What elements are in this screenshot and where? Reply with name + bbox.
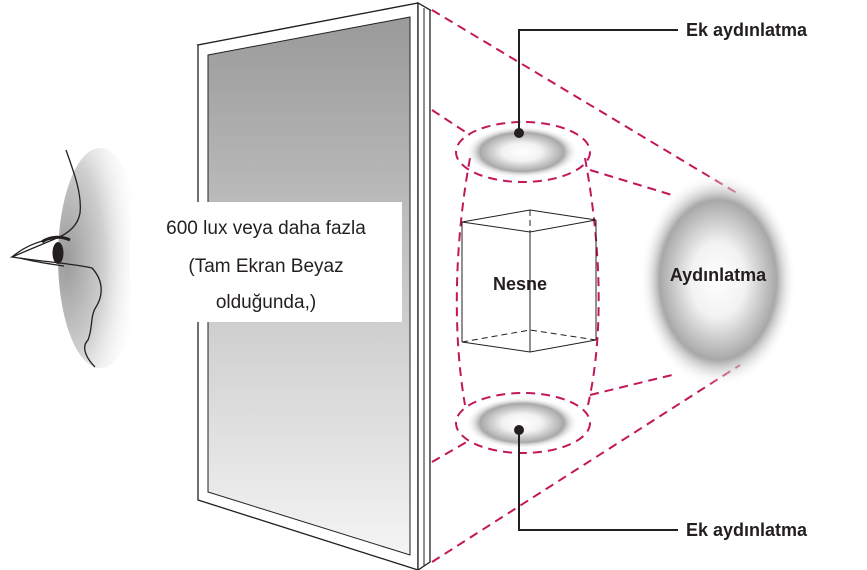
leader-dot-bottom xyxy=(514,425,524,435)
leader-dot-top xyxy=(514,128,524,138)
lux-label-line1: 600 lux veya daha fazla xyxy=(166,218,366,239)
lighting-glow xyxy=(640,173,796,387)
eye-pupil xyxy=(52,242,64,264)
lighting-label: Aydınlatma xyxy=(670,265,767,285)
extra-light-top-glow xyxy=(466,126,578,178)
object-box xyxy=(461,209,597,353)
extra-lighting-bottom-label: Ek aydınlatma xyxy=(686,520,808,540)
lux-label-line2: (Tam Ekran Beyaz xyxy=(188,256,343,277)
extra-light-top-outline xyxy=(455,121,591,183)
extra-light-bottom-glow xyxy=(466,397,578,449)
lux-label-box xyxy=(130,202,402,322)
dashed-connector-lines xyxy=(431,9,741,563)
eye-lash xyxy=(41,235,71,244)
extra-lighting-top-label: Ek aydınlatma xyxy=(686,20,808,40)
extra-light-bottom-outline xyxy=(455,392,591,454)
leader-lines xyxy=(518,29,678,531)
lux-label-line3: olduğunda,) xyxy=(216,292,316,313)
face-light-glow xyxy=(58,148,142,368)
object-label: Nesne xyxy=(493,274,547,294)
